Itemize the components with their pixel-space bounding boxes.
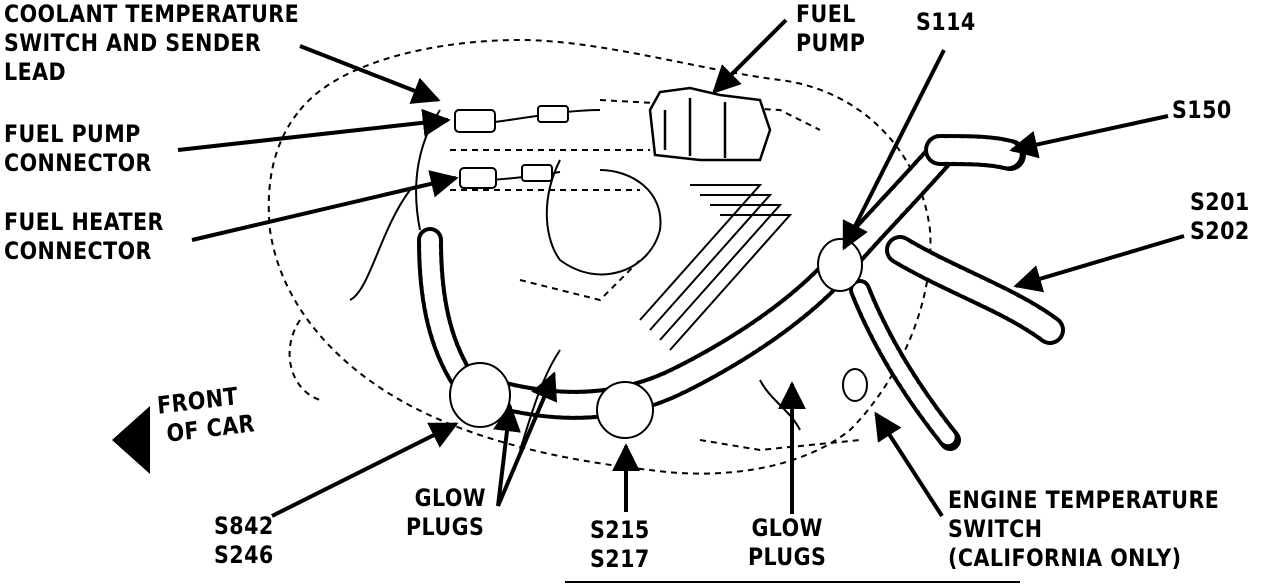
intake-runners — [639, 184, 793, 351]
label-engine-temperature-switch: ENGINE TEMPERATURE SWITCH (CALIFORNIA ON… — [948, 486, 1220, 572]
label-glow-plugs-right: GLOW PLUGS — [748, 514, 827, 571]
label-s201-s202: S201 S202 — [1190, 188, 1250, 245]
fuel-pump — [648, 86, 772, 162]
label-s842-s246: S842 S246 — [214, 512, 274, 569]
label-fuel-pump-connector: FUEL PUMP CONNECTOR — [4, 120, 152, 177]
label-s150: S150 — [1172, 96, 1232, 124]
label-coolant-temperature-switch: COOLANT TEMPERATURE SWITCH AND SENDER LE… — [4, 0, 300, 86]
label-s215-s217: S215 S217 — [590, 516, 650, 573]
engine-block — [267, 38, 932, 475]
label-fuel-pump: FUEL PUMP — [796, 0, 866, 57]
wiring-harness — [417, 134, 1065, 451]
label-s114: S114 — [916, 8, 976, 36]
leader-arrows — [177, 18, 1185, 518]
label-glow-plugs-left: GLOW PLUGS — [406, 484, 486, 541]
label-fuel-heater-connector: FUEL HEATER CONNECTOR — [4, 208, 164, 265]
front-of-car-arrow-icon — [112, 406, 150, 474]
label-front-of-car: FRONT OF CAR — [156, 382, 256, 448]
